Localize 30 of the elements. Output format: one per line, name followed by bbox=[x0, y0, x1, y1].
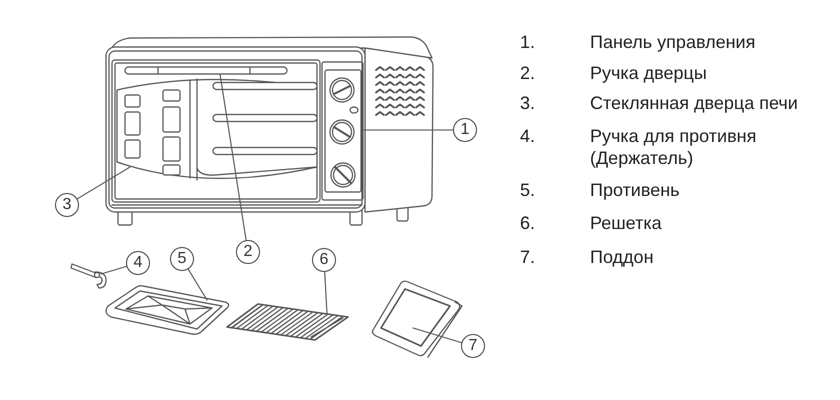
crumb-tray bbox=[369, 279, 463, 359]
leader-line bbox=[100, 266, 128, 275]
callout-number: 6 bbox=[312, 248, 336, 272]
leader-line bbox=[324, 271, 328, 315]
list-number: 5. bbox=[520, 179, 536, 201]
list-number: 1. bbox=[520, 31, 536, 53]
part-name: Ручка для противня (Держатель) bbox=[590, 125, 758, 169]
part-name: Ручка дверцы bbox=[590, 62, 708, 84]
leader-line bbox=[188, 268, 208, 301]
list-number: 7. bbox=[520, 246, 536, 268]
part-name: Поддон bbox=[590, 246, 655, 268]
leader-line bbox=[76, 166, 131, 200]
door-handle bbox=[124, 66, 288, 75]
part-name: Стеклянная дверца печи bbox=[590, 92, 799, 114]
leader-line bbox=[361, 129, 454, 131]
control-panel bbox=[324, 69, 362, 193]
callout-number: 2 bbox=[236, 240, 260, 264]
callout-number: 3 bbox=[55, 193, 79, 217]
callout-number: 5 bbox=[170, 247, 194, 271]
callout-number: 7 bbox=[461, 334, 485, 358]
list-number: 6. bbox=[520, 212, 536, 234]
list-number: 3. bbox=[520, 92, 536, 114]
list-number: 4. bbox=[520, 125, 536, 147]
part-name: Противень bbox=[590, 179, 681, 201]
part-name: Панель управления bbox=[590, 31, 756, 53]
part-name: Решетка bbox=[590, 212, 663, 234]
list-number: 2. bbox=[520, 62, 536, 84]
callout-number: 4 bbox=[126, 251, 150, 275]
callout-number: 1 bbox=[453, 118, 477, 142]
leader-line bbox=[412, 327, 462, 344]
